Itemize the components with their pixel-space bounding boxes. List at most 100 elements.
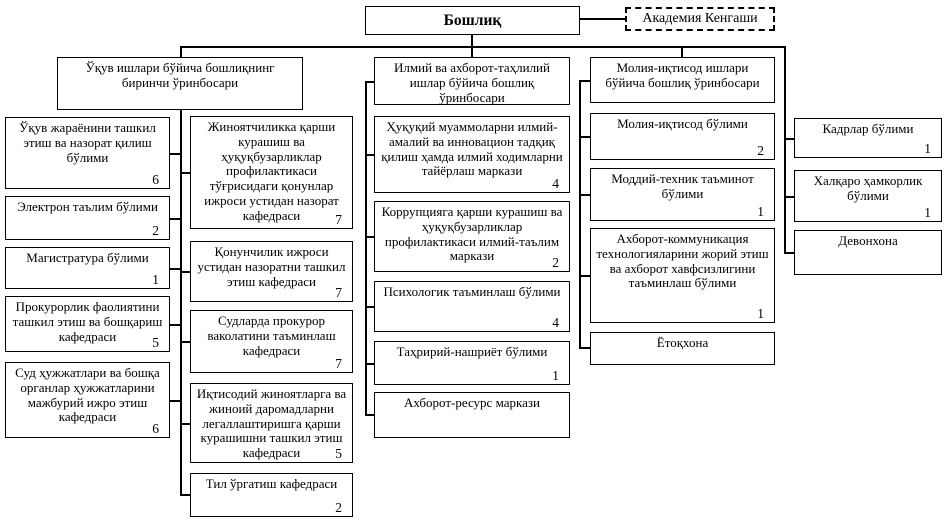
node-label: Молия-иқтисод бўлими: [617, 116, 748, 131]
connector-stub: [170, 324, 180, 326]
staff-count: 1: [924, 140, 931, 156]
node-kadrlar-bolimi: Кадрлар бўлими 1: [794, 118, 942, 158]
node-label: Магистратура бўлими: [26, 250, 149, 265]
node-devonxona: Девонхона: [794, 230, 942, 275]
connector-stub: [170, 218, 180, 220]
connector-stub: [365, 414, 374, 416]
connector-stub: [784, 252, 794, 254]
node-huquqiy-muammolar-markazi: Ҳуқуқий муаммоларни илмий-амалий ва инно…: [374, 116, 570, 193]
staff-count: 7: [335, 284, 342, 300]
node-label: Кадрлар бўлими: [822, 121, 914, 136]
node-label: Жиноятчиликка қарши курашиш ва ҳуқуқбуза…: [204, 119, 339, 223]
staff-count: 1: [924, 204, 931, 220]
staff-count: 1: [552, 367, 559, 383]
node-deputy-moliya: Молия-иқтисод ишлари бўйича бошлиқ ўринб…: [590, 57, 775, 103]
connector-stub: [180, 172, 190, 174]
staff-count: 2: [152, 222, 159, 238]
connector-stub: [579, 194, 590, 196]
connector-rail: [180, 46, 786, 48]
connector-stub: [365, 81, 374, 83]
node-tahririy-nashriyot-bolimi: Таҳририй-нашриёт бўлими 1: [374, 341, 570, 385]
staff-count: 2: [552, 254, 559, 270]
staff-count: 6: [152, 171, 159, 187]
node-label: Прокурорлик фаолиятини ташкил этиш ва бо…: [12, 299, 163, 344]
connector-stub: [579, 347, 590, 349]
staff-count: 1: [757, 305, 764, 321]
node-label: Иқтисодий жиноятларга ва жиноий даромадл…: [196, 386, 347, 461]
node-label: Ўқув ишлари бўйича бошлиқнинг биринчи ўр…: [85, 60, 275, 90]
connector-stub: [579, 275, 590, 277]
node-axborot-resurs-markazi: Ахборот-ресурс маркази: [374, 392, 570, 438]
node-label: Таҳририй-нашриёт бўлими: [396, 344, 548, 359]
node-label: Психологик таъминлаш бўлими: [383, 284, 561, 299]
node-sudlarda-prokuror-kafedrasi: Судларда прокурор ваколатини таъминлаш к…: [190, 310, 353, 373]
node-label: Девонхона: [838, 233, 898, 248]
connector-stub: [784, 138, 794, 140]
node-label: Суд ҳужжатлари ва бошқа органлар ҳужжатл…: [15, 365, 160, 425]
node-label: Тил ўргатиш кафедраси: [205, 476, 338, 491]
connector-stub: [365, 363, 374, 365]
connector-stub: [180, 494, 190, 496]
connector-stub: [170, 268, 180, 270]
node-magistratura-bolimi: Магистратура бўлими 1: [5, 247, 170, 289]
node-label: Моддий-техник таъминот бўлими: [611, 171, 754, 201]
staff-count: 5: [335, 445, 342, 461]
node-label: Қонунчилик ижроси устидан назоратни ташк…: [197, 244, 346, 289]
node-iqtisodiy-jinoyatlar-kafedrasi: Иқтисодий жиноятларга ва жиноий даромадл…: [190, 383, 353, 463]
node-okuv-jarayoni-bolimi: Ўқув жараёнини ташкил этиш ва назорат қи…: [5, 117, 170, 189]
node-sud-hujjatlari-kafedrasi: Суд ҳужжатлари ва бошқа органлар ҳужжатл…: [5, 362, 170, 438]
node-label: Коррупцияга қарши курашиш ва ҳуқуқбузарл…: [381, 204, 563, 264]
node-moliya-iqtisod-bolimi: Молия-иқтисод бўлими 2: [590, 113, 775, 160]
node-axborot-kommunikatsiya-bolimi: Ахборот-коммуникация технологияларини жо…: [590, 228, 775, 323]
staff-count: 6: [152, 420, 159, 436]
staff-count: 4: [552, 175, 559, 191]
node-til-orgatish-kafedrasi: Тил ўргатиш кафедраси 2: [190, 473, 353, 517]
node-label: Электрон таълим бўлими: [17, 199, 158, 214]
staff-count: 5: [152, 334, 159, 350]
staff-count: 1: [757, 203, 764, 219]
staff-count: 7: [335, 211, 342, 227]
node-akademiya-kengashi: Академия Кенгаши: [625, 7, 775, 31]
node-xalqaro-hamkorlik-bolimi: Халқаро ҳамкорлик бўлими 1: [794, 170, 942, 222]
staff-count: 7: [335, 355, 342, 371]
staff-count: 1: [152, 271, 159, 287]
staff-count: 2: [335, 499, 342, 515]
connector-trunk-left: [180, 110, 182, 495]
node-deputy-ilmiy: Илмий ва ахборот-таҳлилий ишлар бўйича б…: [374, 57, 570, 105]
node-boshliq: Бошлиқ: [365, 6, 580, 35]
node-label: Бошлиқ: [443, 12, 502, 29]
node-label: Молия-иқтисод ишлари бўйича бошлиқ ўринб…: [605, 60, 760, 90]
connector-stub: [170, 400, 180, 402]
connector-stub: [579, 136, 590, 138]
connector-stub: [365, 306, 374, 308]
node-elektron-talim-bolimi: Электрон таълим бўлими 2: [5, 196, 170, 240]
node-label: Ахборот-коммуникация технологияларини жо…: [596, 231, 769, 291]
node-label: Ўқув жараёнини ташкил этиш ва назорат қи…: [19, 120, 156, 165]
node-label: Илмий ва ахборот-таҳлилий ишлар бўйича б…: [394, 60, 550, 105]
node-prokurorlik-kafedrasi: Прокурорлик фаолиятини ташкил этиш ва бо…: [5, 296, 170, 352]
node-yotoqxona: Ётоқхона: [590, 332, 775, 365]
connector-stub: [579, 80, 590, 82]
staff-count: 4: [552, 314, 559, 330]
connector-chief-council: [580, 18, 625, 20]
connector-drop-left-header: [180, 46, 182, 57]
connector-stub: [365, 154, 374, 156]
connector-stub: [170, 153, 180, 155]
node-label: Академия Кенгаши: [642, 11, 758, 26]
node-psixologik-taminlash-bolimi: Психологик таъминлаш бўлими 4: [374, 281, 570, 332]
connector-trunk-finance: [579, 80, 581, 348]
node-deputy-okuv: Ўқув ишлари бўйича бошлиқнинг биринчи ўр…: [57, 57, 303, 110]
node-label: Халқаро ҳамкорлик бўлими: [813, 173, 923, 203]
connector-trunk-direct: [784, 46, 786, 253]
connector-stub: [180, 271, 190, 273]
node-qonunchilik-ijrosi-kafedrasi: Қонунчилик ижроси устидан назоратни ташк…: [190, 241, 353, 302]
connector-drop-finance-header: [681, 46, 683, 57]
node-jinoyatchilikka-qarshi-kafedrasi: Жиноятчиликка қарши курашиш ва ҳуқуқбуза…: [190, 116, 353, 229]
connector-trunk-science: [365, 81, 367, 415]
connector-stub: [180, 423, 190, 425]
node-label: Ахборот-ресурс маркази: [404, 395, 540, 410]
connector-stub: [180, 341, 190, 343]
node-label: Ҳуқуқий муаммоларни илмий-амалий ва инно…: [381, 119, 563, 179]
node-korrupsiyaga-qarshi-markazi: Коррупцияга қарши курашиш ва ҳуқуқбузарл…: [374, 201, 570, 272]
